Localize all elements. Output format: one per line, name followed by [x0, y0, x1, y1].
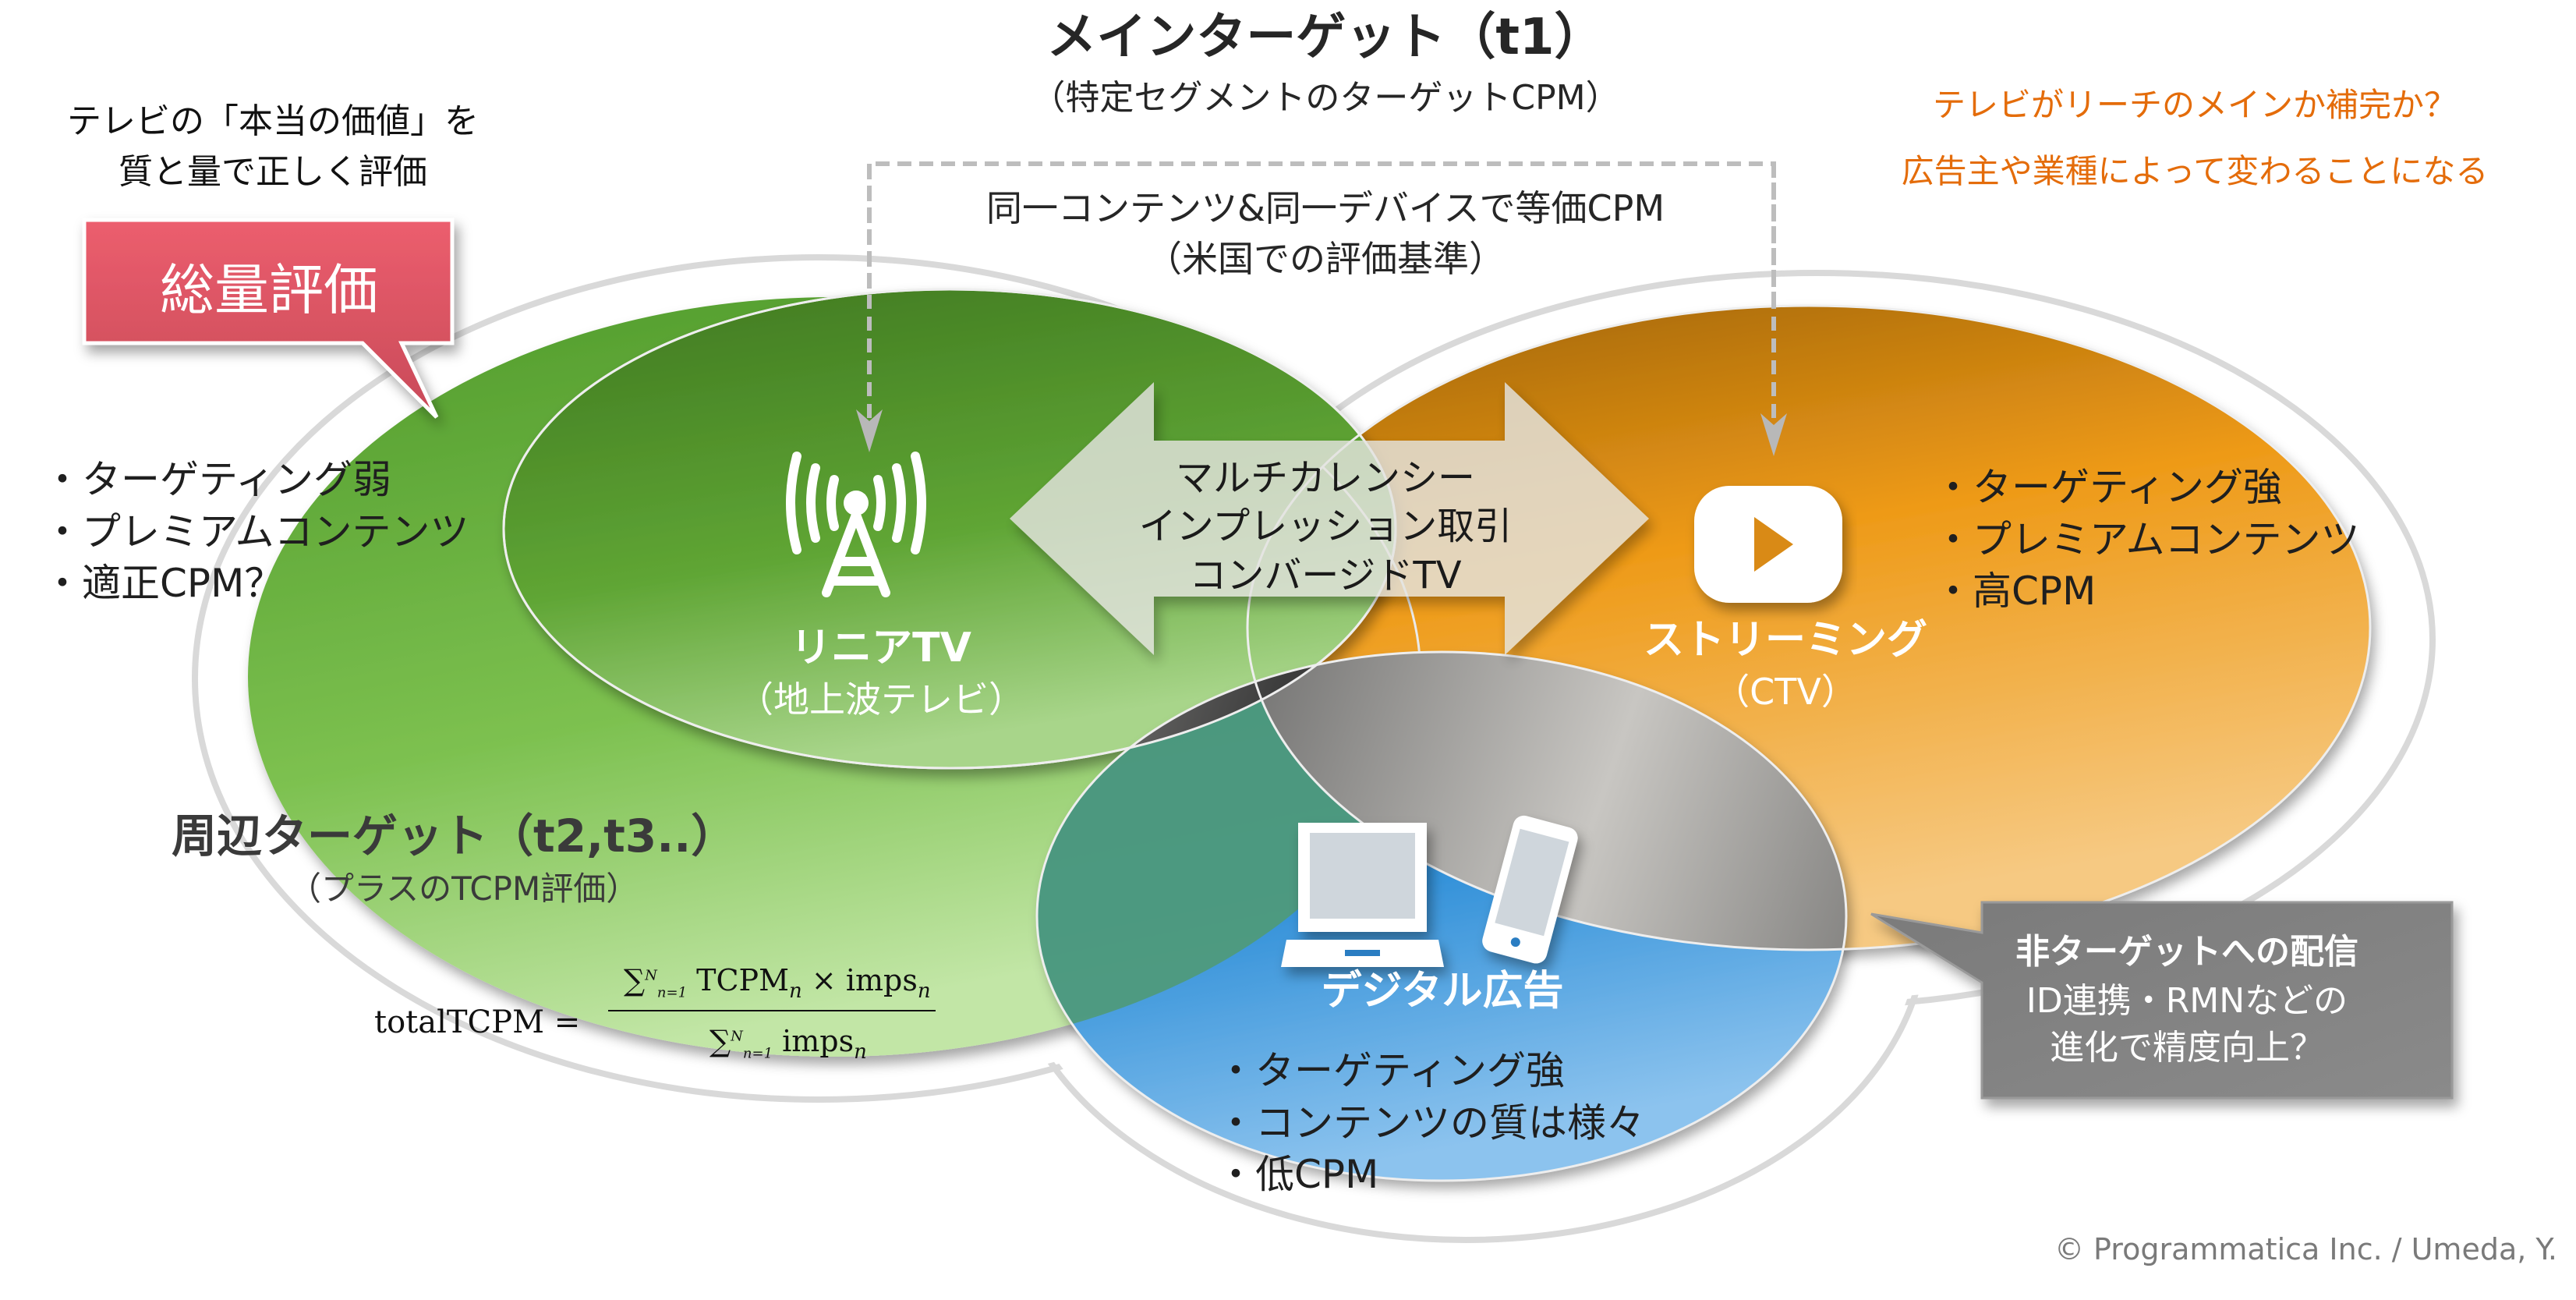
non-target-line1: ID連携・RMNなどの: [2026, 981, 2348, 1021]
play-button-icon: [1694, 486, 1842, 603]
non-target-callout: [1870, 901, 2454, 1100]
broadcast-tower-icon: [786, 452, 926, 597]
us-standard-text: （米国での評価基準）: [1146, 238, 1505, 280]
orange-note-line1: テレビがリーチのメインか補完か？: [1932, 86, 2457, 124]
streaming-label: ストリーミング: [1643, 617, 1927, 664]
formula-lhs: totalTCPM =: [374, 1004, 581, 1040]
total-evaluation-label: 総量評価: [160, 258, 378, 322]
computer-and-smartphone-icon: [1281, 815, 1578, 967]
bullet-item: ・プレミアムコンテンツ: [43, 508, 469, 554]
peripheral-target-title: 周辺ターゲット（t2,t3..）: [172, 809, 737, 863]
main-target-title: メインターゲット（t1）: [1046, 9, 1605, 66]
streaming-bullets: ・ターゲティング強 ・プレミアムコンテンツ ・高CPM: [1934, 462, 2360, 618]
copyright: © Programmatica Inc. / Umeda, Y.: [2054, 1232, 2557, 1266]
arrow-line: マルチカレンシー: [1175, 456, 1475, 500]
convergence-double-arrow: [1010, 382, 1649, 655]
peripheral-target-subtitle: （プラスのTCPM評価）: [288, 870, 639, 908]
formula-numerator: ∑Nn=1 TCPMn × impsn: [624, 963, 931, 1003]
non-target-line2: 進化で精度向上？: [2050, 1028, 2324, 1068]
bullet-item: ・適正CPM？: [43, 561, 284, 606]
lead-text-line2: 質と量で正しく評価: [119, 152, 427, 192]
streaming-sublabel: （CTV）: [1714, 671, 1857, 713]
bullet-item: ・コンテンツの質は様々: [1216, 1100, 1645, 1146]
linear-tv-label: リニアTV: [791, 625, 971, 671]
main-target-subtitle: （特定セグメントのターゲットCPM）: [1031, 78, 1620, 118]
center-arrow-text: マルチカレンシー インプレッション取引 コンバージドTV: [1076, 454, 1575, 600]
digital-bullets: ・ターゲティング強 ・コンテンツの質は様々 ・低CPM: [1216, 1045, 1645, 1201]
lead-text-line1: テレビの「本当の価値」を: [67, 101, 479, 141]
dashed-arrow-linear: [856, 164, 883, 452]
bullet-item: ・低CPM: [1216, 1152, 1379, 1197]
digital-label: デジタル広告: [1321, 968, 1564, 1015]
arrow-line: コンバージドTV: [1189, 553, 1462, 597]
bullet-item: ・高CPM: [1934, 569, 2097, 614]
bullet-item: ・プレミアムコンテンツ: [1934, 516, 2360, 562]
orange-note-line2: 広告主や業種によって変わることになる: [1901, 152, 2489, 190]
equivalent-cpm-text: 同一コンテンツ&同一デバイスで等価CPM: [985, 187, 1665, 229]
fraction-bar: [608, 1010, 936, 1011]
non-target-title: 非ターゲットへの配信: [2015, 932, 2358, 972]
formula-denominator: ∑Nn=1 impsn: [709, 1024, 867, 1064]
dashed-arrow-streaming: [1760, 164, 1787, 456]
bullet-item: ・ターゲティング強: [1934, 465, 2282, 510]
arrow-line: インプレッション取引: [1138, 505, 1513, 549]
bullet-item: ・ターゲティング強: [1216, 1048, 1565, 1093]
linear-tv-bullets: ・ターゲティング弱 ・プレミアムコンテンツ ・適正CPM？: [43, 454, 469, 610]
linear-tv-sublabel: （地上波テレビ）: [738, 678, 1024, 721]
total-evaluation-callout: [82, 218, 455, 419]
bullet-item: ・ターゲティング弱: [43, 457, 391, 502]
